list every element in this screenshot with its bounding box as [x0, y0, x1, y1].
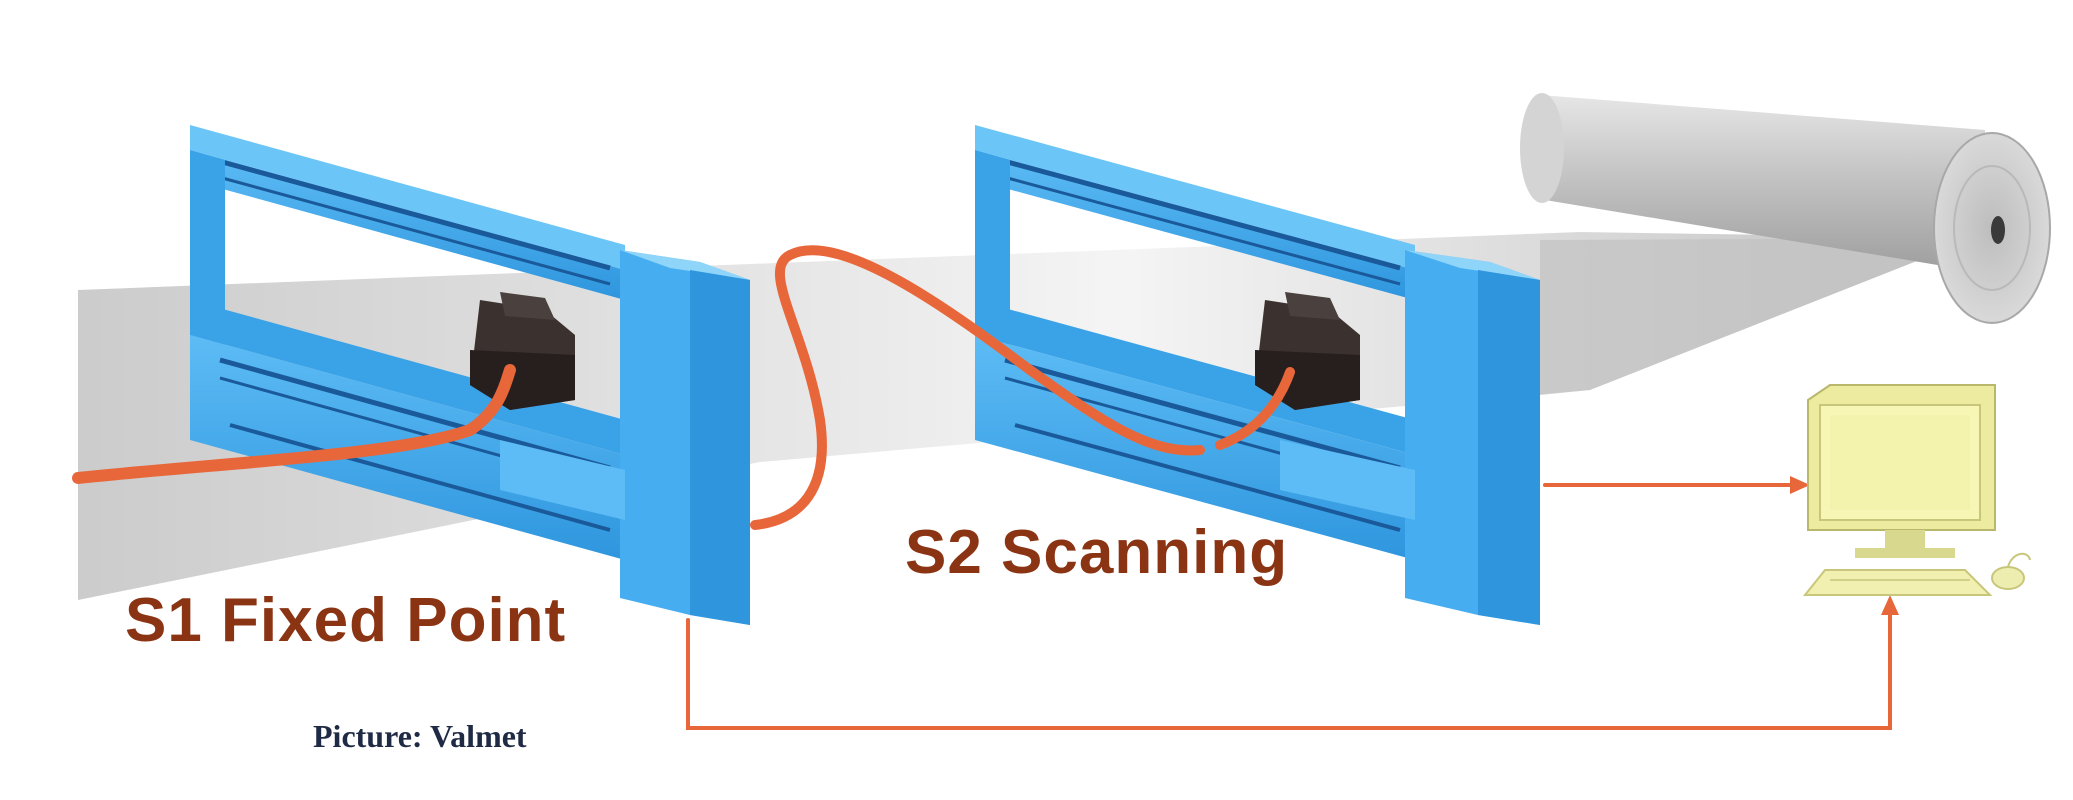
s1-to-computer-line: [686, 608, 1892, 730]
signal-cables: [72, 245, 1899, 730]
s1-input-cable: [72, 364, 516, 484]
s2-sensor-cable: [1215, 367, 1295, 450]
paper-roll-icon: [1520, 93, 2051, 324]
computer-icon: [1802, 384, 2031, 596]
s2-scanning-label: S2 Scanning: [905, 518, 1289, 587]
picture-credit: Picture: Valmet: [313, 718, 527, 754]
s1-s2-link-cable: [750, 245, 1205, 530]
s1-fixed-point-label: S1 Fixed Point: [125, 586, 567, 655]
